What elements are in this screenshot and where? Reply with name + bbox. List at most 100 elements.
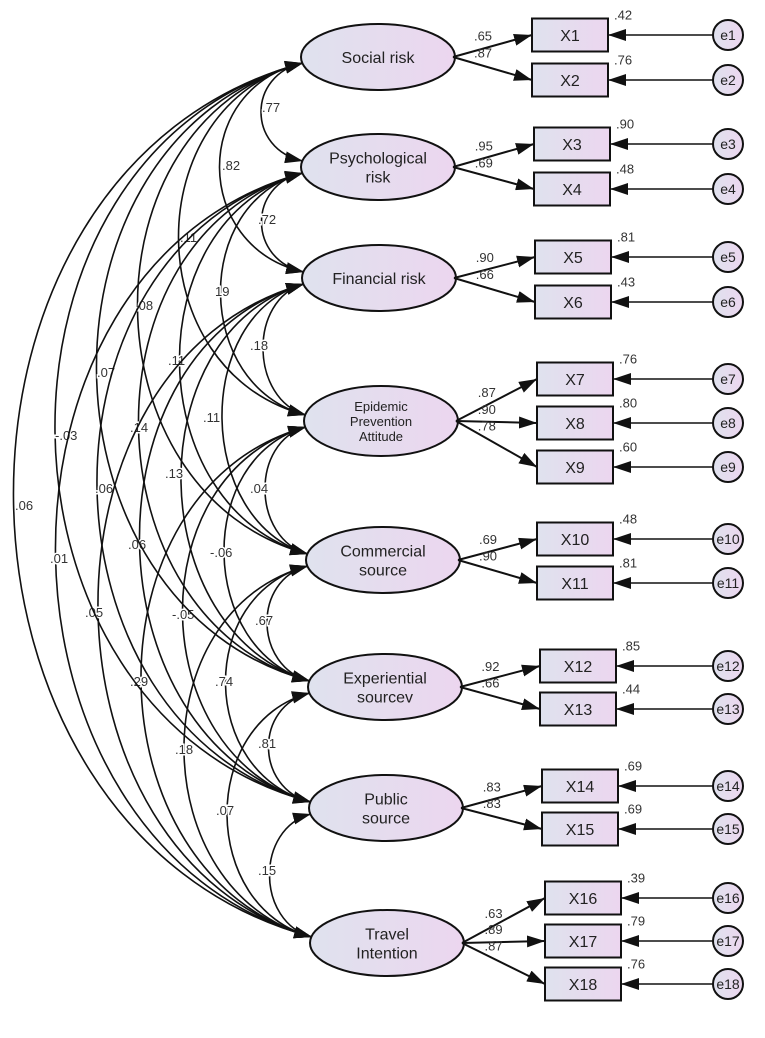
covariance-arc [262, 283, 307, 416]
error-term-label: e7 [720, 371, 736, 387]
covariance-arc [218, 61, 305, 274]
loading-value: .87 [478, 385, 496, 400]
covariance-value: .01 [50, 551, 68, 566]
loading-path [453, 277, 536, 303]
error-term-label: e4 [720, 181, 736, 197]
r-squared-value: .48 [616, 162, 634, 177]
covariance-arc [226, 691, 313, 939]
covariance-arc [183, 564, 313, 939]
error-term-label: e14 [716, 778, 740, 794]
loading-path [452, 56, 533, 81]
loading-value: .90 [479, 549, 497, 564]
latent-label: Financial risk [332, 271, 426, 288]
covariance-arc [138, 283, 312, 803]
covariance-value: .08 [135, 298, 153, 313]
covariance-value: .04 [250, 481, 268, 496]
covariance-value: .06 [15, 498, 33, 513]
indicator-box [534, 239, 612, 275]
covariance-value: .77 [262, 100, 280, 115]
indicator-label: X18 [569, 977, 598, 994]
loading-path [457, 537, 538, 561]
indicator-label: X16 [569, 891, 598, 908]
loading-path [452, 143, 535, 168]
loading-path [452, 166, 535, 191]
r-squared-value: .76 [619, 352, 637, 367]
r-squared-value: .39 [627, 871, 645, 886]
r-squared-value: .42 [614, 8, 632, 23]
indicator-label: X11 [561, 576, 588, 593]
loading-value: .95 [475, 138, 493, 153]
covariance-value: .11 [168, 353, 185, 368]
loading-path [453, 255, 536, 279]
latent-label: Attitude [359, 429, 403, 444]
covariance-value: .74 [215, 674, 233, 689]
r-squared-value: .80 [619, 396, 637, 411]
covariance-value: .11 [203, 410, 220, 425]
covariance-arc [181, 425, 312, 804]
r-squared-value: .79 [627, 914, 645, 929]
r-squared-value: .85 [622, 639, 640, 654]
indicator-label: X17 [569, 934, 598, 951]
loading-value: .87 [474, 46, 492, 61]
error-term-circle [712, 363, 744, 395]
loading-path [460, 807, 543, 831]
indicator-box [533, 171, 611, 207]
covariance-arc [221, 283, 309, 555]
latent-label: risk [366, 170, 392, 187]
indicator-box [541, 768, 619, 804]
covariance-value: .29 [130, 674, 148, 689]
covariance-arc [12, 61, 313, 939]
latent-label: Epidemic [354, 399, 408, 414]
error-term-label: e11 [717, 575, 740, 591]
loading-path [461, 942, 546, 985]
indicator-box [531, 17, 609, 53]
loading-value: .63 [485, 906, 503, 921]
error-term-circle [712, 407, 744, 439]
r-squared-value: .76 [614, 53, 632, 68]
r-squared-value: .69 [624, 759, 642, 774]
covariance-arc [97, 283, 313, 938]
loading-value: .69 [475, 155, 493, 170]
error-term-label: e10 [716, 531, 740, 547]
r-squared-value: .48 [619, 512, 637, 527]
error-term-circle [712, 968, 744, 1000]
indicator-box [536, 449, 614, 485]
error-term-circle [712, 128, 744, 160]
indicator-box [536, 405, 614, 441]
error-term-circle [712, 813, 744, 845]
covariance-value: .15 [258, 863, 276, 878]
indicator-label: X15 [566, 822, 595, 839]
covariance-arc [180, 283, 311, 682]
covariance-value: -.06 [210, 545, 232, 560]
error-term-label: e17 [716, 933, 740, 949]
error-term-circle [712, 650, 744, 682]
covariance-arc [177, 61, 307, 417]
covariance-arc [223, 425, 311, 683]
loading-path [455, 416, 538, 429]
error-term-circle [712, 882, 744, 914]
covariance-value: .14 [130, 420, 148, 435]
covariance-value: .18 [250, 338, 268, 353]
indicator-label: X5 [563, 250, 583, 267]
loading-value: .89 [485, 922, 503, 937]
latent-construct: EpidemicPreventionAttitude.87X7.76e7.90X… [303, 352, 744, 485]
covariance-arcs: .77.72.18.04.67.81.15.8219.11-.06.74.07.… [12, 60, 313, 939]
loading-value: .92 [481, 659, 499, 674]
error-term-circle [712, 451, 744, 483]
error-term-circle [712, 693, 744, 725]
indicator-label: X6 [563, 295, 583, 312]
covariance-value: .13 [165, 466, 183, 481]
error-term-label: e6 [720, 294, 736, 310]
loading-path [460, 784, 543, 809]
loading-value: .83 [483, 780, 501, 795]
latent-construct: TravelIntention.63X16.39e16.89X17.79e17.… [309, 871, 744, 1002]
indicator-label: X14 [566, 779, 595, 796]
error-term-label: e2 [720, 72, 736, 88]
indicator-box [534, 284, 612, 320]
covariance-arc [54, 61, 312, 804]
